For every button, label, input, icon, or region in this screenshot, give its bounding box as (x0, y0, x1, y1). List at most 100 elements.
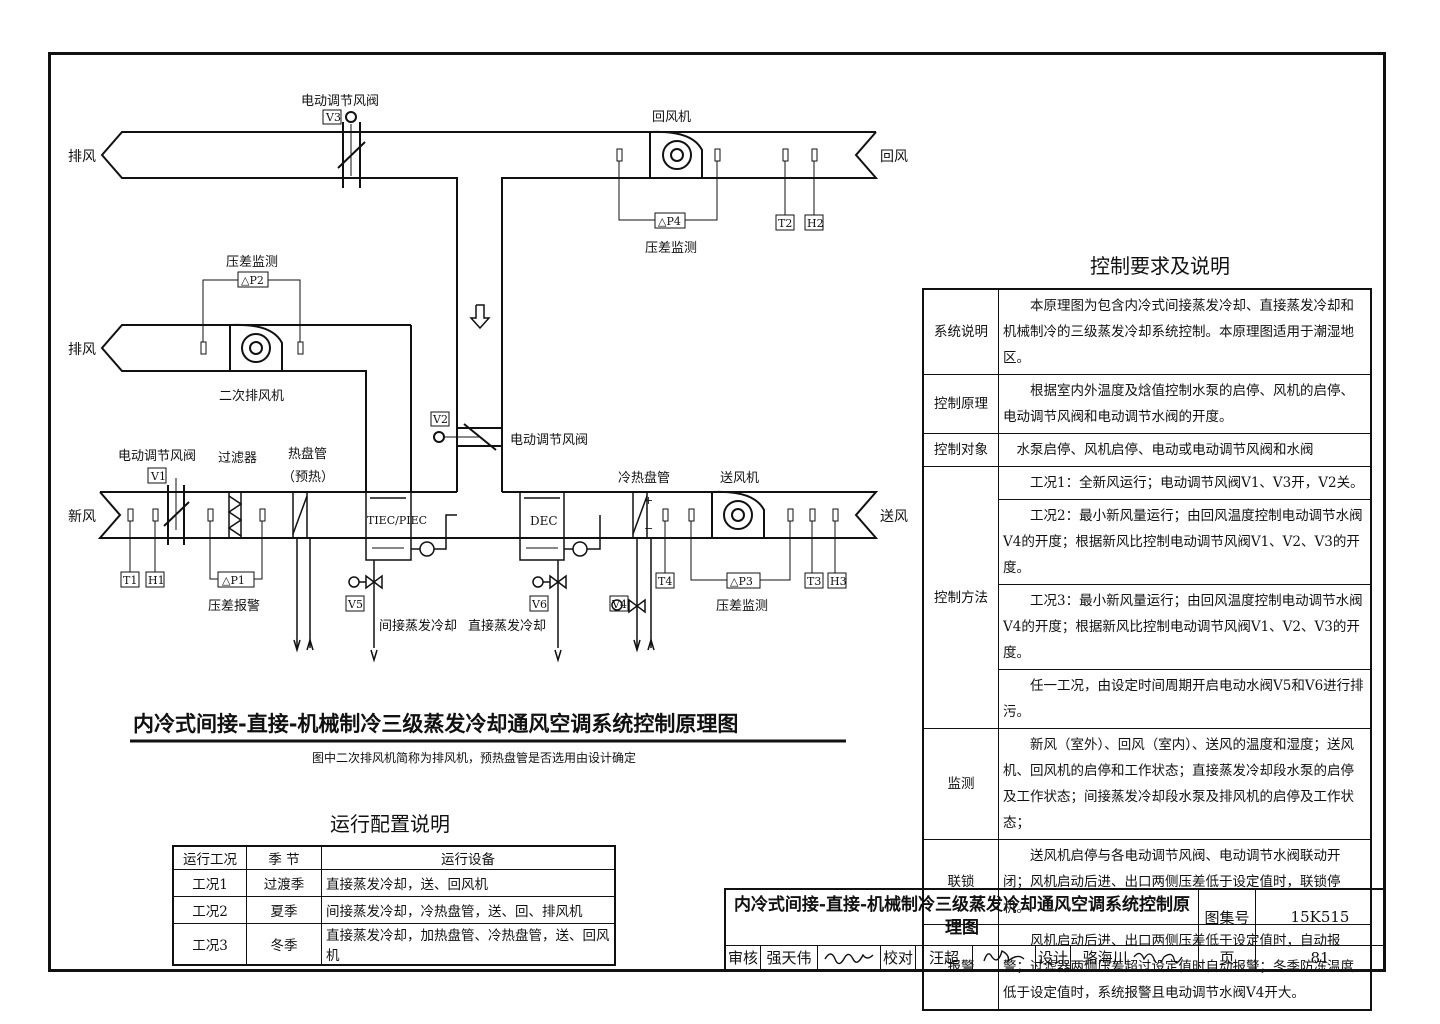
control-head: 监测 (922, 728, 999, 840)
control-head: 系统说明 (922, 288, 999, 375)
t4-tag: T4 (658, 575, 672, 588)
operation-header: 运行工况 (172, 845, 247, 870)
control-text: 根据室内外温度及焓值控制水泵的启停、风机的启停、电动调节风阀和电动调节水阀的开度… (998, 374, 1372, 434)
direct-label: 直接蒸发冷却 (468, 618, 546, 634)
v5-tag: V5 (347, 598, 363, 611)
v3-tag: V3 (325, 111, 341, 124)
v2-tag: V2 (432, 413, 448, 426)
v4-tag: V4 (611, 598, 627, 611)
t2-tag: T2 (778, 217, 792, 230)
control-row: 控制方法 工况1：全新风运行；电动调节风阀V1、V3开，V2关。 (922, 466, 1372, 729)
check-label: 校对 (880, 944, 916, 972)
filter (227, 491, 243, 539)
operation-table: 运行工况 季 节 运行设备 工况1 过渡季 直接蒸发冷却，送、回风机 工况2 夏… (172, 845, 616, 966)
preheat-label: （预热） (282, 470, 334, 485)
control-row: 系统说明 本原理图为包含内冷式间接蒸发冷却、直接蒸发冷却和机械制冷的三级蒸发冷却… (922, 288, 1372, 375)
operation-cell: 工况1 (172, 869, 247, 897)
control-head: 控制方法 (922, 466, 999, 729)
checker-signature (972, 944, 1036, 972)
cool-coil-label: 冷热盘管 (618, 470, 670, 486)
top-duct (100, 131, 879, 492)
control-text: 工况2：最小新风量运行；由回风温度控制电动调节水阀V4的开度；根据新风比控制电动… (998, 499, 1372, 585)
indirect-label: 间接蒸发冷却 (379, 618, 457, 634)
operation-header: 运行设备 (321, 845, 616, 870)
signature-icon (1133, 953, 1183, 965)
secondary-fan-label: 二次排风机 (219, 388, 284, 404)
designer-name: 骆海川 (1082, 949, 1128, 968)
exhaust-top-label: 排风 (68, 149, 96, 165)
cool-coil (611, 491, 652, 648)
return-fan-label: 回风机 (652, 110, 691, 125)
dp1-tag: △P1 (222, 574, 245, 587)
atlas-number: 15K515 (1255, 888, 1386, 946)
valve-tags (345, 595, 629, 612)
designer-cell: 骆海川 (1070, 944, 1199, 972)
signature-icon (824, 953, 874, 964)
fresh-air-label: 新风 (68, 509, 96, 525)
operation-cell: 工况3 (172, 923, 247, 966)
operation-title: 运行配置说明 (330, 812, 450, 836)
operation-cell: 直接蒸发冷却，加热盘管、冷热盘管，送、回风机 (321, 923, 616, 966)
filter-label: 过滤器 (218, 451, 257, 466)
tiec-label: TIEC/PIEC (367, 514, 427, 527)
control-text: 新风（室外）、回风（室内）、送风的温度和湿度；送风机、回风机的启停和工作状态；直… (998, 728, 1372, 840)
coil-plus: + (644, 494, 653, 507)
dec-label: DEC (530, 514, 558, 528)
operation-cell: 冬季 (246, 923, 322, 966)
reviewer-name: 强天伟 (760, 944, 818, 972)
control-row: 控制对象 水泵启停、风机启停、电动或电动调节风阀和水阀 (922, 433, 1372, 467)
heat-coil-label: 热盘管 (288, 446, 327, 462)
damper-v3 (322, 109, 366, 188)
v1-tag: V1 (150, 470, 166, 483)
bottom-sensors (120, 508, 847, 589)
page-label: 页 (1198, 944, 1256, 972)
dec-section (519, 491, 601, 648)
damper-v2 (430, 411, 502, 451)
dp3-tag: △P3 (730, 575, 753, 588)
control-row: 任一工况，由设定时间周期开启电动水阀V5和V6进行排污。 (923, 669, 1372, 729)
exhaust-mid-label: 排风 (68, 342, 96, 358)
operation-cell: 工况2 (172, 896, 247, 924)
dp4-label: 压差监测 (645, 241, 697, 256)
secondary-exhaust-duct (100, 271, 412, 492)
table-row: 工况3 冬季 直接蒸发冷却，加热盘管、冷热盘管，送、回风机 (172, 923, 616, 966)
table-row: 工况1 过渡季 直接蒸发冷却，送、回风机 (172, 869, 616, 897)
h2-tag: H2 (807, 217, 824, 230)
dp4-tag: △P4 (658, 215, 681, 228)
v6-tag: V6 (531, 598, 547, 611)
top-valve-label: 电动调节风阀 (301, 94, 379, 109)
supply-fan-label: 送风机 (720, 471, 759, 486)
tiec-section (348, 491, 457, 648)
design-label: 设计 (1035, 944, 1071, 972)
title-block-title: 内冷式间接-直接-机械制冷三级蒸发冷却通风空调系统控制原理图 (724, 888, 1199, 946)
supply-fan (711, 490, 765, 538)
dp2-tag: △P2 (241, 274, 264, 287)
control-text: 工况1：全新风运行；电动调节风阀V1、V3开，V2关。 (998, 466, 1372, 500)
return-air-label: 回风 (880, 149, 908, 165)
h3-tag: H3 (830, 575, 847, 588)
control-head: 控制对象 (922, 433, 999, 467)
control-row: 工况2：最小新风量运行；由回风温度控制电动调节水阀V4的开度；根据新风比控制电动… (923, 499, 1372, 585)
v1-label: 电动调节风阀 (118, 449, 196, 464)
control-row: 监测 新风（室外）、回风（室内）、送风的温度和湿度；送风机、回风机的启停和工作状… (922, 728, 1372, 840)
dp1-label: 压差报警 (208, 598, 260, 614)
control-row: 控制原理 根据室内外温度及焓值控制水泵的启停、风机的启停、电动调节风阀和电动调节… (922, 374, 1372, 434)
supply-duct (97, 491, 879, 539)
return-fan (616, 130, 721, 229)
atlas-label: 图集号 (1198, 888, 1256, 946)
note-text: 图中二次排风机简称为排风机，预热盘管是否选用由设计确定 (312, 750, 636, 765)
t1-tag: T1 (123, 574, 137, 587)
damper-v1 (147, 467, 190, 545)
control-title: 控制要求及说明 (1090, 254, 1230, 278)
operation-cell: 直接蒸发冷却，送、回风机 (321, 869, 616, 897)
h1-tag: H1 (148, 574, 165, 587)
operation-cell: 过渡季 (246, 869, 322, 897)
drawing-frame (48, 52, 1386, 972)
dp3-label: 压差监测 (716, 599, 768, 614)
control-text: 任一工况，由设定时间周期开启电动水阀V5和V6进行排污。 (998, 669, 1372, 729)
signature-icon (983, 949, 1025, 963)
operation-header: 季 节 (246, 845, 322, 870)
table-row: 工况2 夏季 间接蒸发冷却，冷热盘管，送、回、排风机 (172, 896, 616, 924)
coil-minus: − (644, 522, 653, 535)
